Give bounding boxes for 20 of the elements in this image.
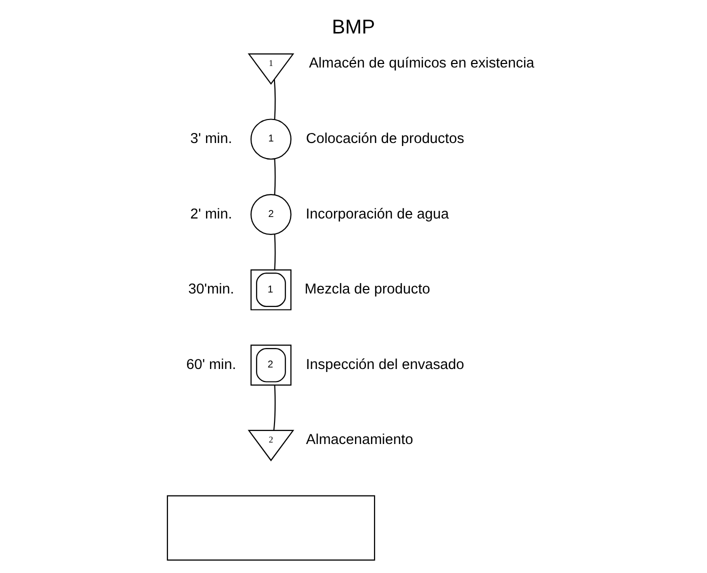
node-label: 60' min. xyxy=(186,356,236,373)
node-box xyxy=(166,495,376,561)
node-label: 30'min. xyxy=(188,282,234,298)
node-label: Mezcla de producto xyxy=(304,282,430,298)
connector xyxy=(274,234,276,270)
node-label: Incorporación de agua xyxy=(306,206,449,222)
diagram-title: BMP xyxy=(332,16,376,38)
node-label: 3' min. xyxy=(190,130,232,147)
node-label: 2' min. xyxy=(190,206,232,222)
node-circle: 1 xyxy=(250,118,292,160)
node-label: Almacenamiento xyxy=(306,432,414,448)
node-box: 1 xyxy=(250,269,292,310)
connector xyxy=(273,385,276,430)
connector xyxy=(274,159,276,195)
connector xyxy=(274,79,276,120)
node-label: Almacén de químicos en existencia xyxy=(308,56,534,72)
node-circle: 2 xyxy=(250,194,292,235)
node-box: 2 xyxy=(250,344,292,386)
node-label: Colocación de productos xyxy=(306,130,464,147)
node-label: Inspección del envasado xyxy=(306,356,464,373)
